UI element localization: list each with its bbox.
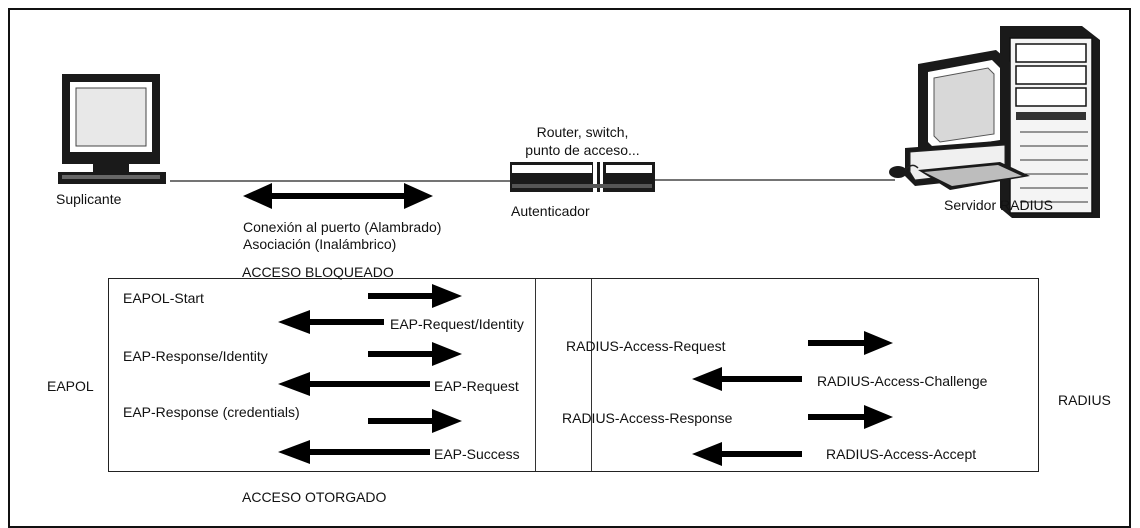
connection-label-wired: Conexión al puerto (Alambrado) [243, 219, 442, 235]
radius-side-label: RADIUS [1058, 392, 1111, 408]
arrow-eap-request [278, 372, 430, 396]
radius-server-icon [889, 26, 1100, 218]
message-flow-box [108, 278, 1039, 472]
msg-eap-request-identity: EAP-Request/Identity [390, 316, 524, 332]
msg-radius-access-response: RADIUS-Access-Response [562, 410, 733, 426]
msg-eap-response-credentials: EAP-Response (credentials) [123, 404, 300, 420]
msg-eap-success: EAP-Success [434, 446, 520, 462]
connection-label-wireless: Asociación (Inalámbrico) [243, 236, 397, 252]
msg-eapol-start: EAPOL-Start [123, 290, 204, 306]
message-arrows [278, 284, 893, 466]
router-label-line1: Router, switch, [536, 124, 629, 140]
msg-radius-access-accept: RADIUS-Access-Accept [826, 446, 977, 462]
access-blocked-label: ACCESO BLOQUEADO [242, 264, 394, 280]
access-granted-label: ACCESO OTORGADO [242, 489, 387, 505]
authenticator-label: Autenticador [511, 203, 590, 219]
msg-eap-response-identity: EAP-Response/Identity [123, 348, 268, 364]
msg-radius-access-challenge: RADIUS-Access-Challenge [817, 373, 988, 389]
supplicant-label: Suplicante [56, 191, 122, 207]
flow-divider-left [535, 279, 536, 471]
arrow-radius-access-challenge [692, 367, 802, 391]
arrow-eapol-start [368, 284, 462, 308]
port-connection-arrow [243, 183, 433, 209]
arrow-eap-success [278, 440, 430, 464]
authenticator-device-icon [510, 162, 655, 192]
msg-radius-access-request: RADIUS-Access-Request [566, 338, 726, 354]
arrow-radius-access-accept [692, 442, 802, 466]
msg-eap-request: EAP-Request [434, 378, 519, 394]
supplicant-computer-icon [58, 74, 166, 184]
diagram-artwork [58, 26, 1100, 218]
server-label: Servidor RADIUS [944, 197, 1053, 213]
arrow-radius-access-response [808, 405, 893, 429]
eapol-side-label: EAPOL [47, 378, 94, 394]
arrow-eap-response-identity [368, 342, 462, 366]
arrow-eap-request-identity [278, 310, 384, 334]
arrow-eap-response-credentials [368, 409, 462, 433]
arrow-radius-access-request [808, 331, 893, 355]
flow-divider-right [591, 279, 592, 471]
router-label-line2: punto de acceso... [525, 142, 640, 158]
